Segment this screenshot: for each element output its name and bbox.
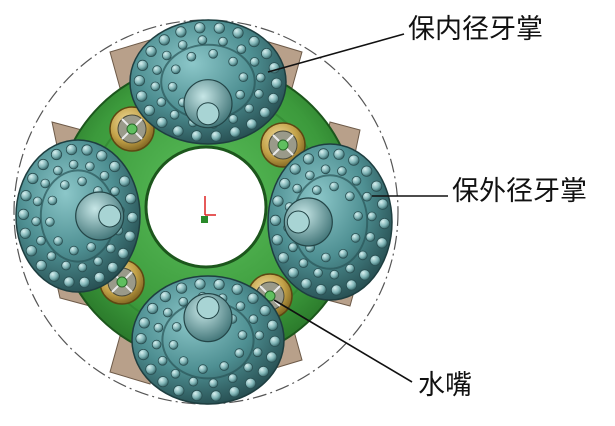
label-nozzle: 水嘴 <box>418 370 472 401</box>
nozzle-1 <box>109 106 155 152</box>
label-outer-cutter: 保外径牙掌 <box>452 176 587 207</box>
label-inner-cutter: 保内径牙掌 <box>408 14 543 45</box>
cone-left <box>15 139 141 293</box>
leader-inner-cutter <box>267 33 405 73</box>
cone-right <box>267 143 393 301</box>
cone-top <box>129 19 287 145</box>
cone-bottom <box>131 275 285 405</box>
nozzle-2 <box>260 122 306 168</box>
leader-lines <box>267 33 448 383</box>
central-bore <box>144 145 268 269</box>
leader-nozzle <box>273 299 413 383</box>
axis-marker <box>201 196 216 223</box>
